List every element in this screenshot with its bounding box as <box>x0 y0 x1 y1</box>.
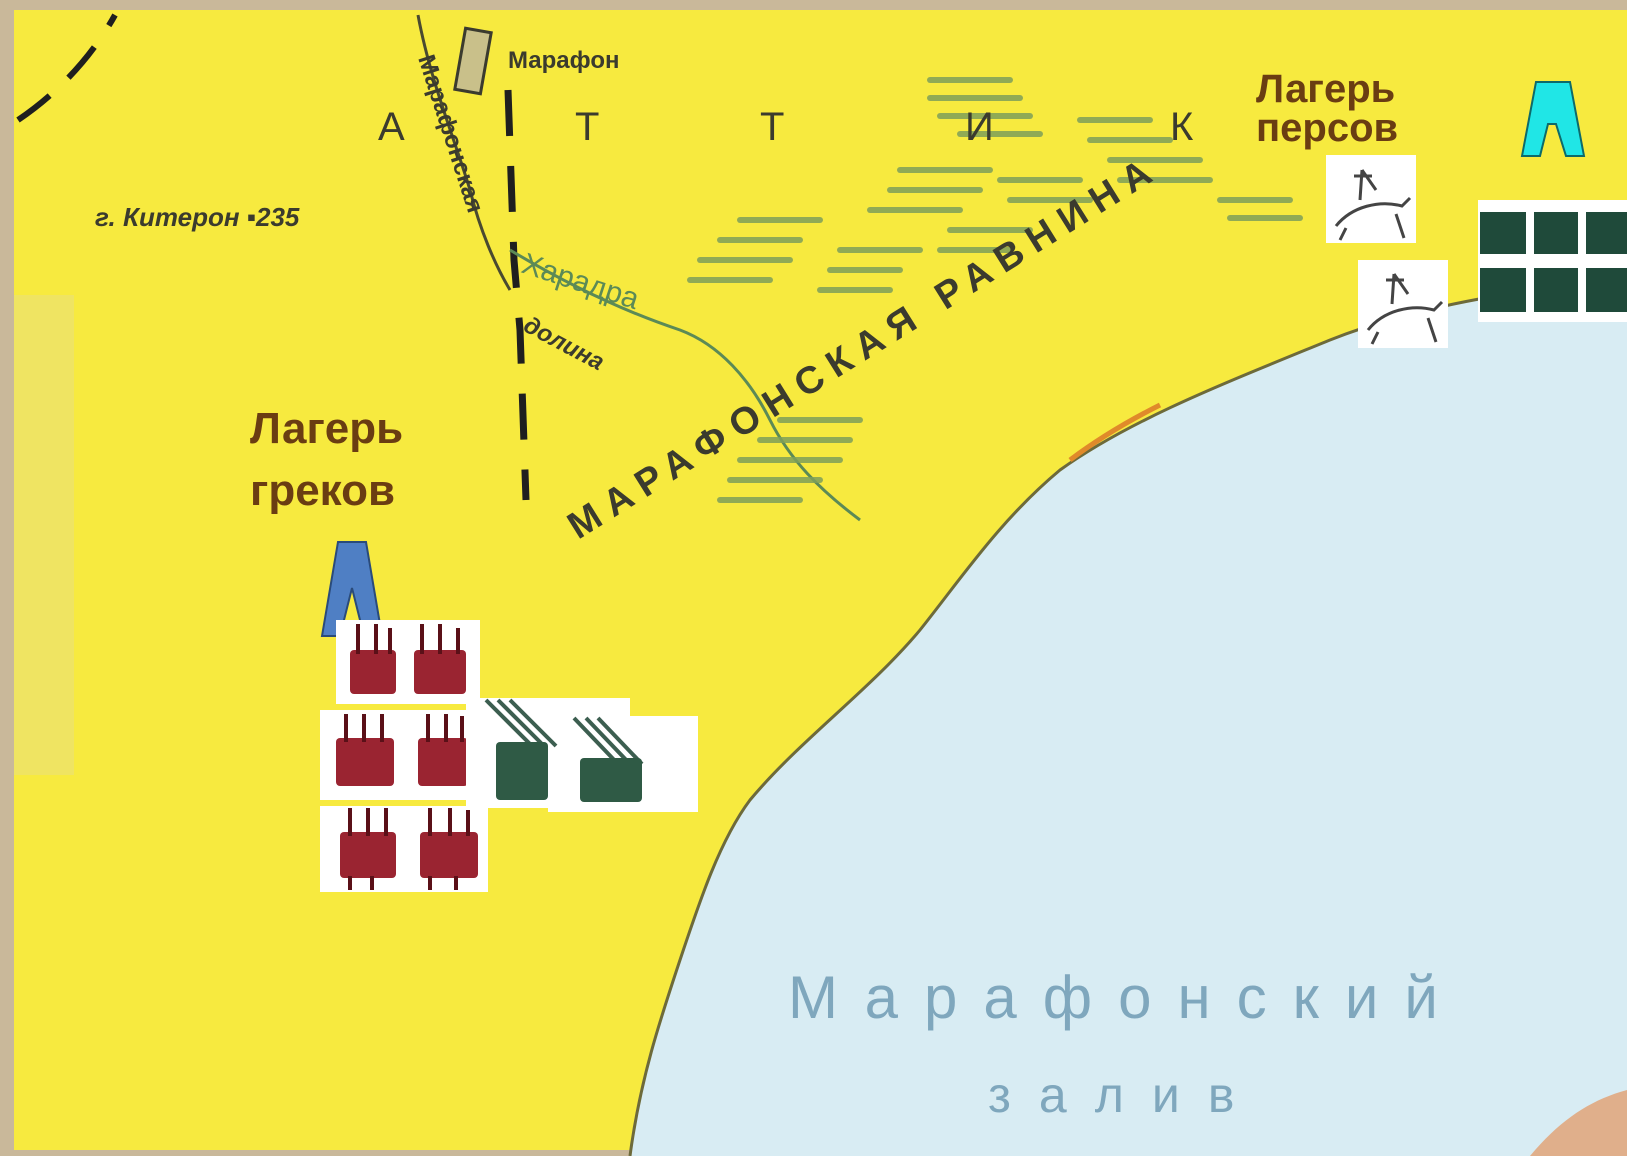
charadra-river <box>509 248 861 522</box>
greek-camp-label-line2: греков <box>250 466 396 516</box>
coast-sand <box>1068 402 1162 463</box>
region-letter-1: А <box>378 105 405 149</box>
coastline <box>628 278 1627 1156</box>
persian-infantry-unit-icon <box>1534 268 1578 312</box>
persian-cavalry <box>1326 155 1448 348</box>
region-letter-5: К <box>1170 105 1194 149</box>
sea-area <box>630 280 1627 1156</box>
greek-hoplite-unit-icon <box>414 650 466 694</box>
marathon-bay-label-1: Марафонский <box>788 964 1464 1031</box>
marathon-bay-label-2: залив <box>988 1067 1262 1123</box>
persian-camp-label: Лагерь персов <box>1256 67 1399 150</box>
persian-infantry-unit-icon <box>1586 268 1627 312</box>
region-letter-3: Т <box>760 105 784 149</box>
horse-archer-icon <box>1334 169 1412 241</box>
left-wash <box>14 295 74 775</box>
persian-infantry-unit-icon <box>1480 268 1526 312</box>
persian-infantry-unit-icon <box>1586 212 1627 254</box>
greek-hoplite-unit-icon <box>418 738 468 786</box>
marathon-town-label: Марафон <box>508 47 619 74</box>
persian-infantry-unit-icon <box>1480 212 1526 254</box>
persian-infantry-formation <box>1478 200 1627 322</box>
greek-camp-label-line1: Лагерь <box>250 404 404 453</box>
region-letter-4: И <box>965 105 994 149</box>
corner-decoration <box>1530 1090 1627 1156</box>
greek-hoplite-unit-icon <box>420 832 478 878</box>
greek-infantry-formation <box>320 620 488 892</box>
allied-infantry-formation <box>466 698 698 812</box>
greek-hoplite-unit-icon <box>336 738 394 786</box>
marathon-town-marker <box>453 26 493 96</box>
persian-camp-label-line2: персов <box>1256 105 1399 150</box>
boundary-line-northwest <box>16 13 118 123</box>
allied-unit-icon <box>496 742 548 800</box>
greek-camp-label: Лагерь греков <box>250 398 403 523</box>
horse-archer-icon <box>1366 273 1444 345</box>
region-letter-2: Т <box>575 105 599 149</box>
greek-hoplite-unit-icon <box>340 832 396 878</box>
persian-tent-icon <box>1520 81 1586 157</box>
allied-unit-icon <box>580 758 642 802</box>
valley-road <box>416 14 512 291</box>
persian-camp-label-line1: Лагерь <box>1256 67 1396 111</box>
greek-hoplite-unit-icon <box>350 650 396 694</box>
kiteron-mountain-label: г. Китерон ▪235 <box>95 202 300 232</box>
marsh-area <box>687 77 1303 503</box>
boundary-line-vertical <box>504 89 530 501</box>
persian-infantry-unit-icon <box>1534 212 1578 254</box>
